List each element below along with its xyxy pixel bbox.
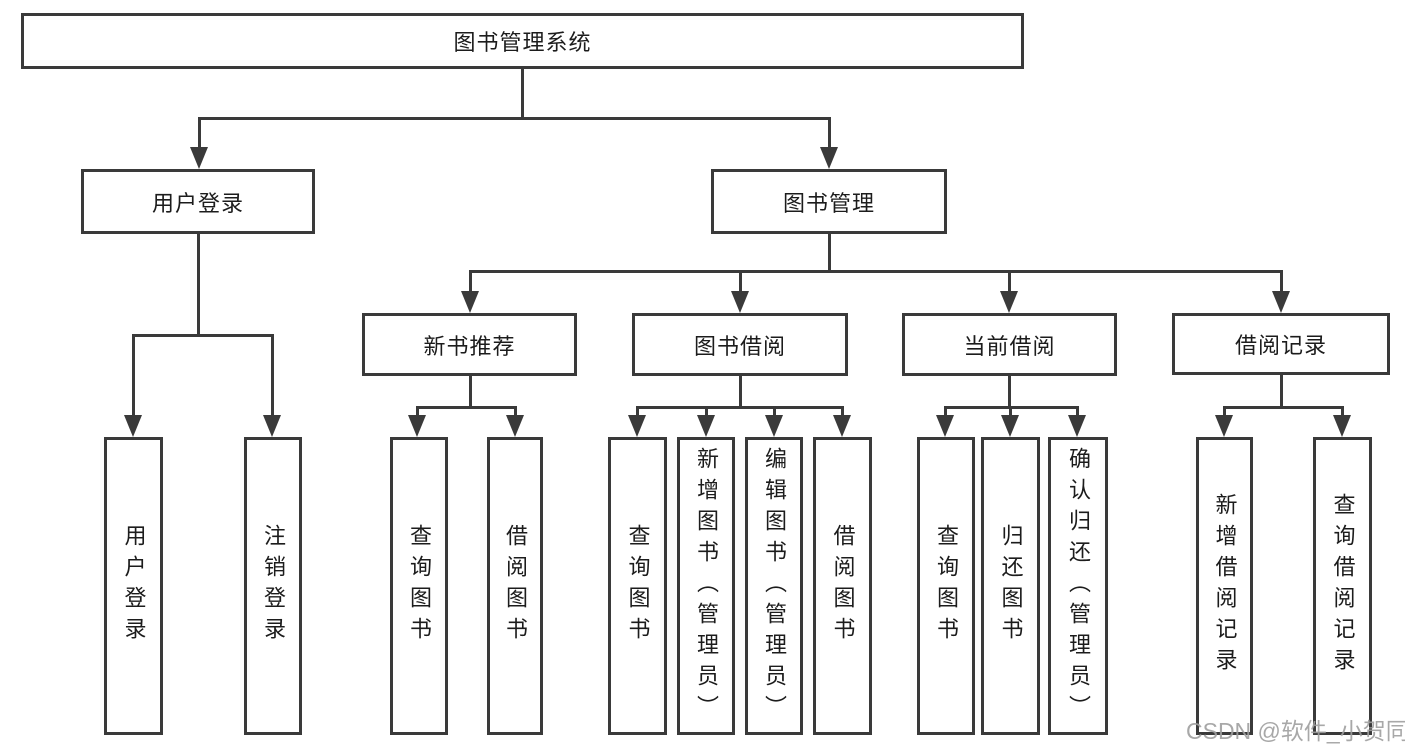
- node-borrow-records: 借阅记录: [1172, 313, 1390, 375]
- arrow-down-icon: [1000, 291, 1018, 313]
- leaf-current-query-books: 查询图书: [917, 437, 975, 735]
- arrow-shaft: [1007, 271, 1011, 291]
- arrow-down-icon: [833, 415, 851, 437]
- connector-bus: [131, 333, 274, 337]
- arrow-down-icon: [1272, 291, 1290, 313]
- arrow-down-icon: [124, 415, 142, 437]
- arrow-down-icon: [408, 415, 426, 437]
- connector-stem: [196, 234, 200, 337]
- leaf-current-return-books: 归还图书: [981, 437, 1040, 735]
- connector-bus: [635, 405, 844, 409]
- leaf-borrow-edit-books-admin: 编辑图书（管理员）: [745, 437, 803, 735]
- arrow-down-icon: [263, 415, 281, 437]
- arrow-shaft: [772, 407, 776, 415]
- arrow-down-icon: [190, 147, 208, 169]
- leaf-current-confirm-return-admin: 确认归还（管理员）: [1048, 437, 1108, 735]
- leaf-user-login: 用户登录: [104, 437, 163, 735]
- node-book-borrow: 图书借阅: [632, 313, 848, 376]
- connector-bus: [468, 269, 1283, 273]
- connector-stem: [468, 376, 472, 409]
- arrow-down-icon: [731, 291, 749, 313]
- arrow-shaft: [635, 407, 639, 415]
- arrow-shaft: [1222, 407, 1226, 415]
- connector-stem: [1007, 376, 1011, 409]
- arrow-shaft: [468, 271, 472, 291]
- arrow-down-icon: [506, 415, 524, 437]
- leaf-logout: 注销登录: [244, 437, 302, 735]
- connector-bus: [415, 405, 517, 409]
- arrow-down-icon: [1001, 415, 1019, 437]
- leaf-newbooks-query-books: 查询图书: [390, 437, 448, 735]
- arrow-shaft: [1279, 271, 1283, 291]
- arrow-shaft: [197, 118, 201, 147]
- node-user-login: 用户登录: [81, 169, 315, 234]
- arrow-down-icon: [1333, 415, 1351, 437]
- connector-stem: [1279, 375, 1283, 409]
- arrow-shaft: [738, 271, 742, 291]
- node-book-management: 图书管理: [711, 169, 947, 234]
- leaf-borrow-query-books: 查询图书: [608, 437, 667, 735]
- arrow-shaft: [415, 407, 419, 415]
- arrow-shaft: [1075, 407, 1079, 415]
- connector-stem: [520, 69, 524, 120]
- leaf-newbooks-borrow-books: 借阅图书: [487, 437, 543, 735]
- arrow-shaft: [131, 335, 135, 415]
- arrow-down-icon: [697, 415, 715, 437]
- connector-stem: [827, 234, 831, 273]
- arrow-down-icon: [628, 415, 646, 437]
- arrow-shaft: [270, 335, 274, 415]
- arrow-shaft: [1008, 407, 1012, 415]
- arrow-down-icon: [461, 291, 479, 313]
- arrow-shaft: [827, 118, 831, 147]
- arrow-down-icon: [936, 415, 954, 437]
- watermark: CSDN @软件_小贺同学: [1186, 718, 1405, 744]
- arrow-shaft: [943, 407, 947, 415]
- node-new-book-recommend: 新书推荐: [362, 313, 577, 376]
- arrow-down-icon: [765, 415, 783, 437]
- node-current-borrow: 当前借阅: [902, 313, 1117, 376]
- leaf-borrow-borrow-books: 借阅图书: [813, 437, 872, 735]
- leaf-borrow-add-books-admin: 新增图书（管理员）: [677, 437, 735, 735]
- connector-bus: [1222, 405, 1344, 409]
- arrow-down-icon: [1068, 415, 1086, 437]
- leaf-records-query-record: 查询借阅记录: [1313, 437, 1372, 735]
- node-library-management-system: 图书管理系统: [21, 13, 1024, 69]
- connector-bus: [197, 116, 831, 120]
- arrow-down-icon: [820, 147, 838, 169]
- arrow-shaft: [704, 407, 708, 415]
- arrow-shaft: [840, 407, 844, 415]
- arrow-shaft: [513, 407, 517, 415]
- arrow-shaft: [1340, 407, 1344, 415]
- leaf-records-add-record: 新增借阅记录: [1196, 437, 1253, 735]
- arrow-down-icon: [1215, 415, 1233, 437]
- connector-stem: [738, 376, 742, 409]
